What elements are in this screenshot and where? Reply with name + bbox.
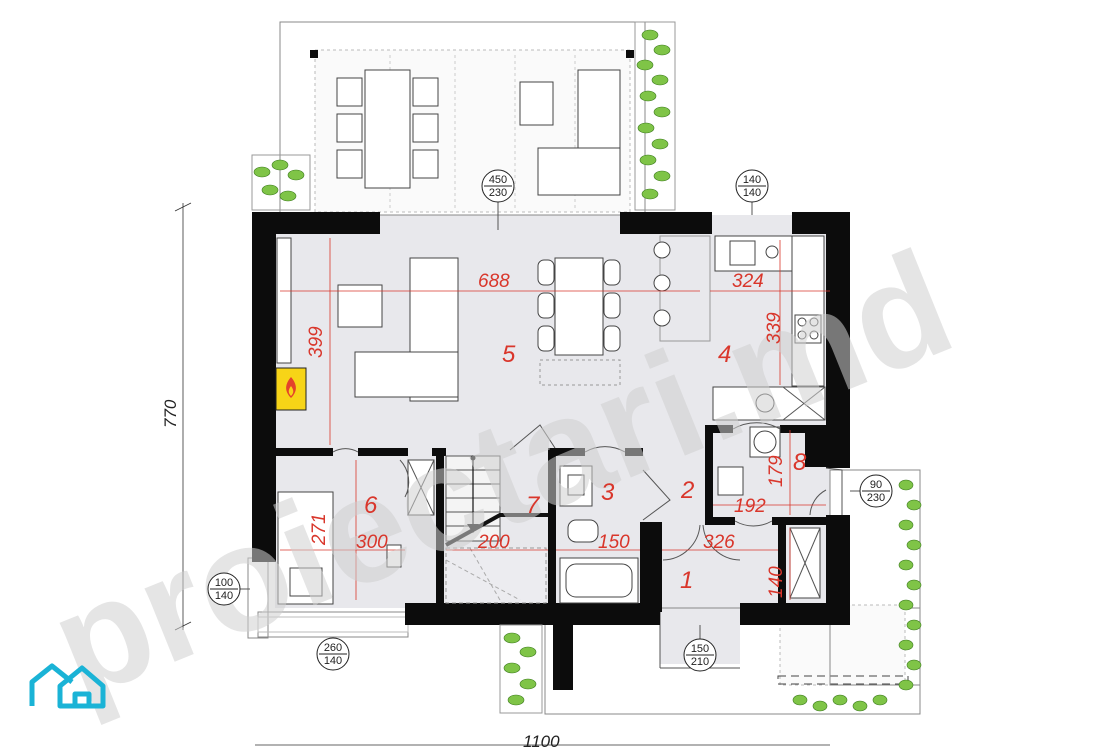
dim-laundry-width: 192: [734, 496, 766, 517]
terrace: [279, 21, 646, 216]
dim-laundry-depth: 179: [766, 455, 787, 487]
svg-text:140: 140: [215, 590, 233, 602]
opening-tag-bedroom-window-side: 100 140: [207, 572, 250, 606]
svg-text:90: 90: [870, 479, 882, 491]
house-logo-icon: [29, 663, 106, 709]
staircase: [445, 455, 548, 604]
svg-text:260: 260: [324, 642, 342, 654]
opening-tag-side-door: 90 230: [850, 474, 893, 508]
room-number-4: 4: [718, 341, 731, 368]
room-number-6: 6: [364, 492, 378, 519]
plant-icon: [251, 21, 922, 714]
svg-text:230: 230: [489, 187, 507, 199]
living-furniture: [337, 257, 621, 402]
tv-cabinet: [276, 237, 292, 364]
fireplace-icon: [286, 377, 296, 398]
svg-text:140: 140: [743, 174, 761, 186]
dim-living-depth: 399: [306, 326, 327, 358]
opening-tag-bedroom-window-front: 260 140: [316, 637, 350, 671]
room-number-1: 1: [680, 567, 693, 594]
room-number-5: 5: [502, 341, 516, 368]
room-number-8: 8: [793, 449, 807, 476]
dim-bedroom-depth: 271: [309, 513, 330, 546]
svg-text:140: 140: [743, 187, 761, 199]
dim-living-width: 688: [478, 271, 510, 292]
dim-hall-width: 326: [703, 532, 735, 553]
terrace-lounge: [519, 69, 621, 196]
laundry-fixtures: [717, 426, 781, 496]
storage-closet: [789, 527, 821, 599]
overall-width: 1100: [523, 732, 560, 748]
svg-text:150: 150: [691, 643, 709, 655]
dimension-lines: [280, 238, 830, 600]
dim-kitchen-width: 324: [732, 271, 764, 292]
opening-tag-terrace-door: 450 230: [481, 169, 515, 230]
svg-text:450: 450: [489, 174, 507, 186]
dim-bedroom-width: 300: [356, 532, 388, 553]
room-number-3: 3: [601, 479, 615, 506]
dim-stair-width: 200: [477, 532, 510, 553]
overall-dimension-lines: [174, 202, 830, 746]
svg-text:230: 230: [867, 492, 885, 504]
svg-text:100: 100: [215, 577, 233, 589]
bedroom-furniture: [277, 459, 435, 605]
doors: [332, 422, 843, 561]
svg-text:210: 210: [691, 656, 709, 668]
terrace-dining-set: [336, 69, 439, 189]
walls: [252, 212, 850, 625]
dim-storage-depth: 140: [766, 566, 787, 598]
room-number-2: 2: [680, 477, 694, 504]
room-number-7: 7: [526, 492, 541, 519]
dim-kitchen-depth: 339: [764, 312, 785, 344]
opening-tag-kitchen-window: 140 140: [735, 169, 769, 215]
svg-text:140: 140: [324, 655, 342, 667]
dim-bath-width: 150: [598, 532, 630, 553]
opening-tag-entrance-door: 150 210: [683, 625, 717, 672]
overall-height: 770: [161, 399, 180, 428]
bathroom-fixtures: [559, 465, 639, 604]
